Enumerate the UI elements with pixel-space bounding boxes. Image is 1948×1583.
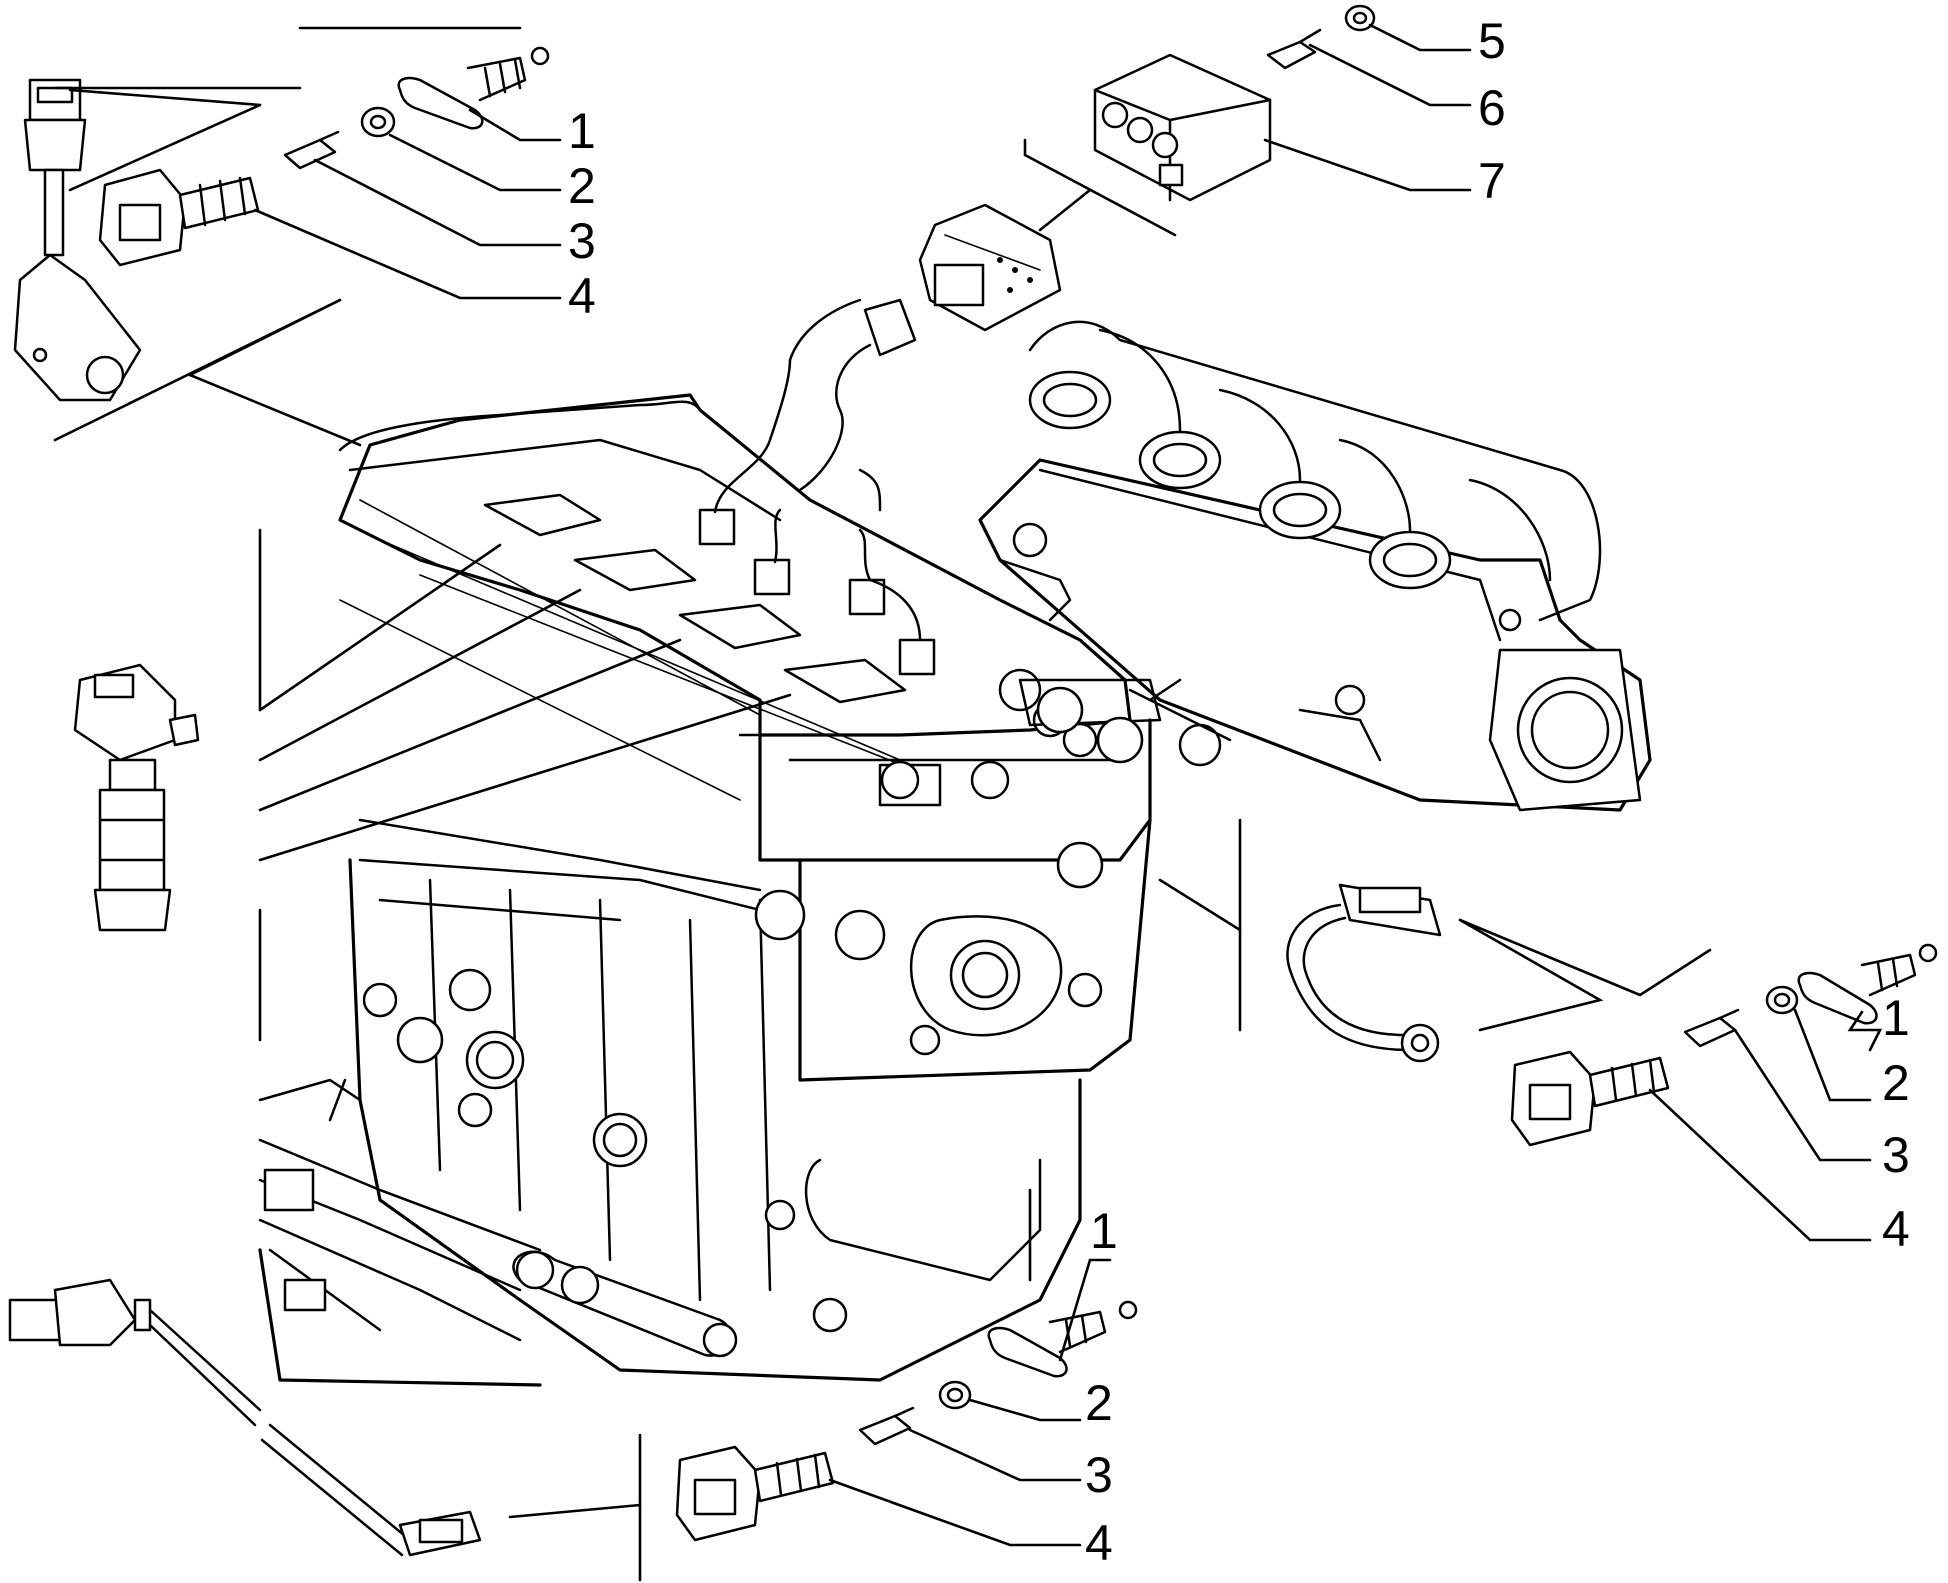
pencil-coil-left: [73, 663, 200, 932]
knock-sensor-right: [1286, 883, 1442, 1063]
callout-bottom-1: 1: [1090, 1203, 1118, 1259]
connector-housing-4-top: [98, 168, 260, 267]
callout-bottom-2: 2: [1085, 1375, 1113, 1431]
terminal-3-right: [1683, 1008, 1740, 1048]
callout-bottom-4: 4: [1085, 1515, 1113, 1571]
callout-right-3: 3: [1882, 1127, 1910, 1183]
boot-1-right: [1797, 943, 1938, 1025]
seal-2-bottom: [938, 1380, 972, 1410]
callout-top-left-2: 2: [568, 158, 596, 214]
callout-top-right-7: 7: [1478, 153, 1506, 209]
callout-top-left-3: 3: [568, 213, 596, 269]
crank-sensor-bottom-left: [8, 1278, 482, 1557]
ignition-coil-top-left: [13, 78, 142, 402]
callout-right-1: 1: [1882, 990, 1910, 1046]
callout-right-4: 4: [1882, 1201, 1910, 1257]
seal-2-top: [360, 106, 396, 138]
terminal-6-top: [1266, 28, 1322, 70]
leader-lines: [253, 23, 1883, 1547]
coolant-fittings: [1018, 678, 1232, 767]
callout-top-left-1: 1: [568, 103, 596, 159]
callout-bottom-3: 3: [1085, 1447, 1113, 1503]
connector-housing-4-bottom: [675, 1445, 835, 1542]
harness-connectors: [698, 298, 936, 676]
boot-1-bottom: [987, 1300, 1138, 1378]
seal-2-right: [1765, 985, 1799, 1015]
seal-5-top: [1344, 4, 1376, 32]
sensor-module: [918, 203, 1062, 332]
group-brackets: [53, 26, 1712, 1582]
intake-manifold: [978, 320, 1652, 812]
callout-numbers: 1 2 3 4 5 6 7 1 2 3 4 1 2 3 4: [568, 13, 1910, 1571]
multi-pin-connector-7: [1093, 53, 1272, 202]
small-connector: [798, 298, 917, 492]
terminal-3-top: [283, 130, 340, 170]
callout-top-right-6: 6: [1478, 80, 1506, 136]
connector-housing-4-right: [1510, 1050, 1670, 1147]
boot-1-top: [397, 46, 550, 130]
engine-block: [258, 393, 1152, 1387]
callout-top-right-5: 5: [1478, 13, 1506, 69]
callout-right-2: 2: [1882, 1055, 1910, 1111]
callout-top-left-4: 4: [568, 268, 596, 324]
terminal-3-bottom: [858, 1406, 915, 1446]
